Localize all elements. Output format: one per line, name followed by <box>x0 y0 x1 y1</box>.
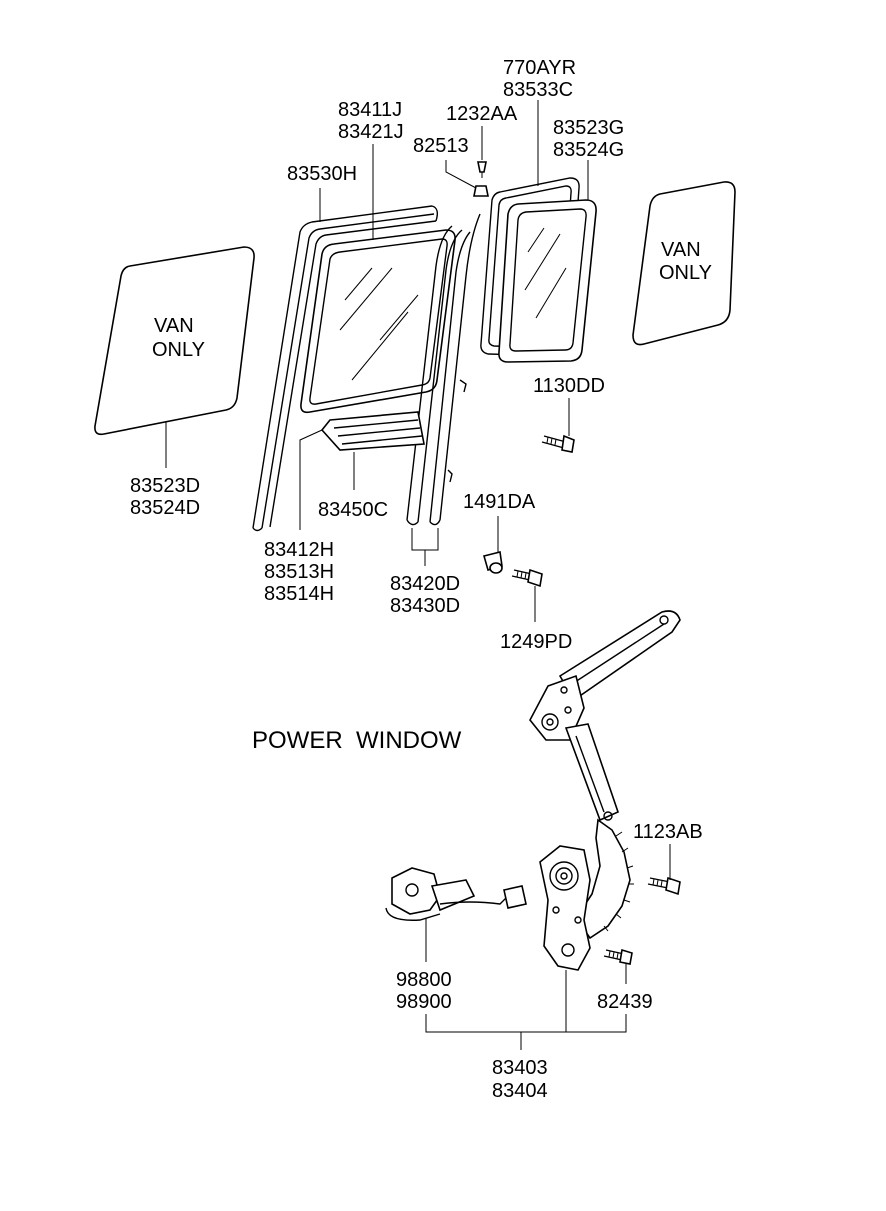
label-1130dd: 1130DD <box>533 375 605 397</box>
run-channel-outer <box>252 205 439 532</box>
label-1232aa: 1232AA <box>446 103 518 125</box>
part-labels: 770AYR 83533C 83411J 83421J 1232AA 82513… <box>130 57 712 1102</box>
label-83430d: 83430D <box>390 595 460 617</box>
label-van-right-line2: ONLY <box>659 262 712 284</box>
bolt-1130dd <box>541 434 575 453</box>
label-98800: 98800 <box>396 969 452 991</box>
label-van-right-line1: VAN <box>661 239 701 261</box>
clip-1491da <box>483 551 503 574</box>
label-83530h: 83530H <box>287 163 357 185</box>
screw-1232aa <box>477 161 487 178</box>
van-only-glass-right <box>632 181 736 346</box>
label-83420d: 83420D <box>390 573 460 595</box>
label-770ayr: 770AYR <box>503 57 576 79</box>
label-83403: 83403 <box>492 1057 548 1079</box>
window-regulator <box>529 610 681 971</box>
label-83411j: 83411J <box>338 99 402 121</box>
label-82439: 82439 <box>597 991 653 1013</box>
label-83523g: 83523G <box>553 117 624 139</box>
label-83533c: 83533C <box>503 79 573 101</box>
label-83513h: 83513H <box>264 561 334 583</box>
van-only-glass-left <box>94 246 255 436</box>
label-98900: 98900 <box>396 991 452 1013</box>
center-channel <box>406 213 481 526</box>
window-motor <box>385 867 527 921</box>
label-1249pd: 1249PD <box>500 631 572 653</box>
label-83421j: 83421J <box>338 121 404 143</box>
door-glass <box>300 229 456 414</box>
label-83404: 83404 <box>492 1080 548 1102</box>
label-power-window: POWER WINDOW <box>252 727 462 754</box>
screw-82439 <box>603 948 633 965</box>
label-83412h: 83412H <box>264 539 334 561</box>
label-82513: 82513 <box>413 135 469 157</box>
label-83514h: 83514H <box>264 583 334 605</box>
label-83523d: 83523D <box>130 475 200 497</box>
label-van-left-line1: VAN <box>154 315 194 337</box>
label-83524d: 83524D <box>130 497 200 519</box>
quarter-glass <box>498 199 597 363</box>
clip-82513 <box>473 185 489 197</box>
leader-lines <box>165 100 671 1050</box>
label-1491da: 1491DA <box>463 491 536 513</box>
label-1123ab: 1123AB <box>633 821 703 843</box>
label-van-left-line2: ONLY <box>152 339 205 361</box>
bolt-1249pd <box>511 568 543 588</box>
label-83450c: 83450C <box>318 499 388 521</box>
lower-sash <box>320 411 425 451</box>
label-83524g: 83524G <box>553 139 624 161</box>
bolt-1123ab <box>647 876 681 896</box>
